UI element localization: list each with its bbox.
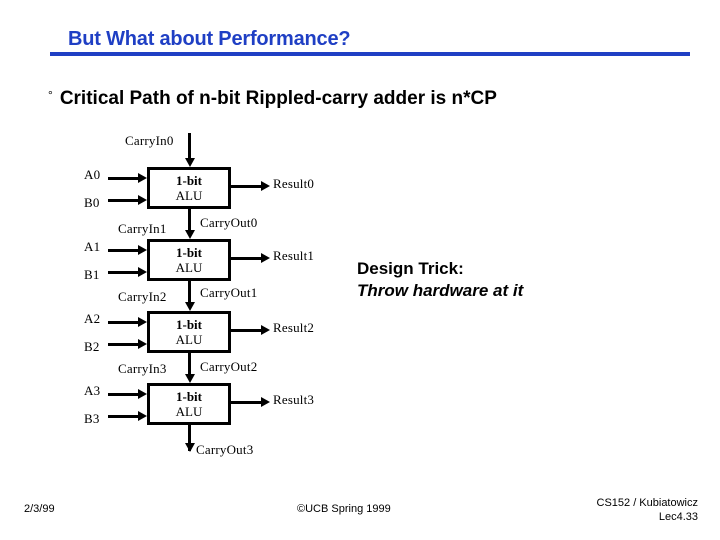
label-b2: B2 bbox=[84, 339, 100, 354]
wire-carry0 bbox=[188, 209, 191, 235]
page-title: But What about Performance? bbox=[68, 28, 351, 50]
wire-b1 bbox=[108, 271, 139, 274]
wire-b0 bbox=[108, 199, 139, 202]
arrowhead-a1-icon bbox=[138, 245, 147, 255]
arrowhead-b0-icon bbox=[138, 195, 147, 205]
wire-carry1 bbox=[188, 281, 191, 307]
arrowhead-a2-icon bbox=[138, 317, 147, 327]
bullet-text: Critical Path of n-bit Rippled-carry add… bbox=[59, 88, 497, 109]
footer-course-info: CS152 / Kubiatowicz Lec4.33 bbox=[597, 496, 699, 524]
label-result1: Result1 bbox=[273, 248, 315, 263]
alu-block-0-line1: 1-bit bbox=[176, 172, 202, 188]
label-a3: A3 bbox=[84, 383, 101, 398]
alu-block-0-line2: ALU bbox=[175, 187, 203, 203]
arrowhead-b3-icon bbox=[138, 411, 147, 421]
arrowhead-carry-in-0-icon bbox=[185, 158, 195, 167]
alu-block-1-line1: 1-bit bbox=[176, 244, 202, 260]
arrowhead-result3-icon bbox=[261, 397, 270, 407]
wire-result0 bbox=[231, 185, 264, 188]
label-carry-out-3: CarryOut3 bbox=[196, 442, 254, 457]
label-a2: A2 bbox=[84, 311, 101, 326]
alu-block-3-line2: ALU bbox=[175, 403, 203, 419]
arrowhead-carry1-icon bbox=[185, 302, 195, 311]
alu-block-1-line2: ALU bbox=[175, 259, 203, 275]
label-a0: A0 bbox=[84, 167, 101, 182]
label-carry-out-0: CarryOut0 bbox=[200, 215, 258, 230]
label-a1: A1 bbox=[84, 239, 101, 254]
label-carry-out-1: CarryOut1 bbox=[200, 285, 258, 300]
footer-lecture: Lec4.33 bbox=[658, 511, 698, 523]
design-trick-subtext: Throw hardware at it bbox=[357, 281, 524, 300]
wire-a1 bbox=[108, 249, 139, 252]
label-b3: B3 bbox=[84, 411, 100, 426]
wire-result1 bbox=[231, 257, 264, 260]
wire-b3 bbox=[108, 415, 139, 418]
bullet-marker-icon: ° bbox=[48, 88, 53, 102]
bullet-line: ° Critical Path of n-bit Rippled-carry ad… bbox=[48, 88, 497, 110]
label-b0: B0 bbox=[84, 195, 100, 210]
arrowhead-a0-icon bbox=[138, 173, 147, 183]
arrowhead-result1-icon bbox=[261, 253, 270, 263]
label-b1: B1 bbox=[84, 267, 100, 282]
footer-course: CS152 / Kubiatowicz bbox=[596, 497, 699, 509]
wire-a3 bbox=[108, 393, 139, 396]
label-carry-in-2: CarryIn2 bbox=[118, 289, 167, 304]
label-result3: Result3 bbox=[273, 392, 315, 407]
arrowhead-b1-icon bbox=[138, 267, 147, 277]
wire-result3 bbox=[231, 401, 264, 404]
arrowhead-b2-icon bbox=[138, 339, 147, 349]
alu-block-2-line1: 1-bit bbox=[176, 316, 202, 332]
design-trick-heading: Design Trick: bbox=[357, 259, 464, 278]
design-trick-callout: Design Trick: Throw hardware at it bbox=[357, 258, 523, 302]
label-carry-in-0: CarryIn0 bbox=[125, 133, 174, 148]
arrowhead-carry-out-3-icon bbox=[185, 443, 195, 452]
wire-carry-out-3 bbox=[188, 425, 191, 451]
alu-block-2-line2: ALU bbox=[175, 331, 203, 347]
footer-copyright: ©UCB Spring 1999 bbox=[297, 503, 391, 515]
title-underline-rule bbox=[50, 52, 690, 56]
label-result0: Result0 bbox=[273, 176, 315, 191]
arrowhead-carry2-icon bbox=[185, 374, 195, 383]
alu-block-0: 1-bit ALU bbox=[147, 167, 231, 209]
wire-result2 bbox=[231, 329, 264, 332]
arrowhead-result0-icon bbox=[261, 181, 270, 191]
label-carry-out-2: CarryOut2 bbox=[200, 359, 258, 374]
arrowhead-a3-icon bbox=[138, 389, 147, 399]
wire-carry-in-0 bbox=[188, 133, 191, 159]
alu-block-1: 1-bit ALU bbox=[147, 239, 231, 281]
arrowhead-carry0-icon bbox=[185, 230, 195, 239]
wire-a0 bbox=[108, 177, 139, 180]
label-carry-in-1: CarryIn1 bbox=[118, 221, 167, 236]
arrowhead-result2-icon bbox=[261, 325, 270, 335]
alu-block-2: 1-bit ALU bbox=[147, 311, 231, 353]
label-carry-in-3: CarryIn3 bbox=[118, 361, 167, 376]
wire-a2 bbox=[108, 321, 139, 324]
footer-date: 2/3/99 bbox=[24, 503, 55, 515]
label-result2: Result2 bbox=[273, 320, 315, 335]
wire-b2 bbox=[108, 343, 139, 346]
wire-carry2 bbox=[188, 353, 191, 379]
alu-block-3: 1-bit ALU bbox=[147, 383, 231, 425]
alu-block-3-line1: 1-bit bbox=[176, 388, 202, 404]
